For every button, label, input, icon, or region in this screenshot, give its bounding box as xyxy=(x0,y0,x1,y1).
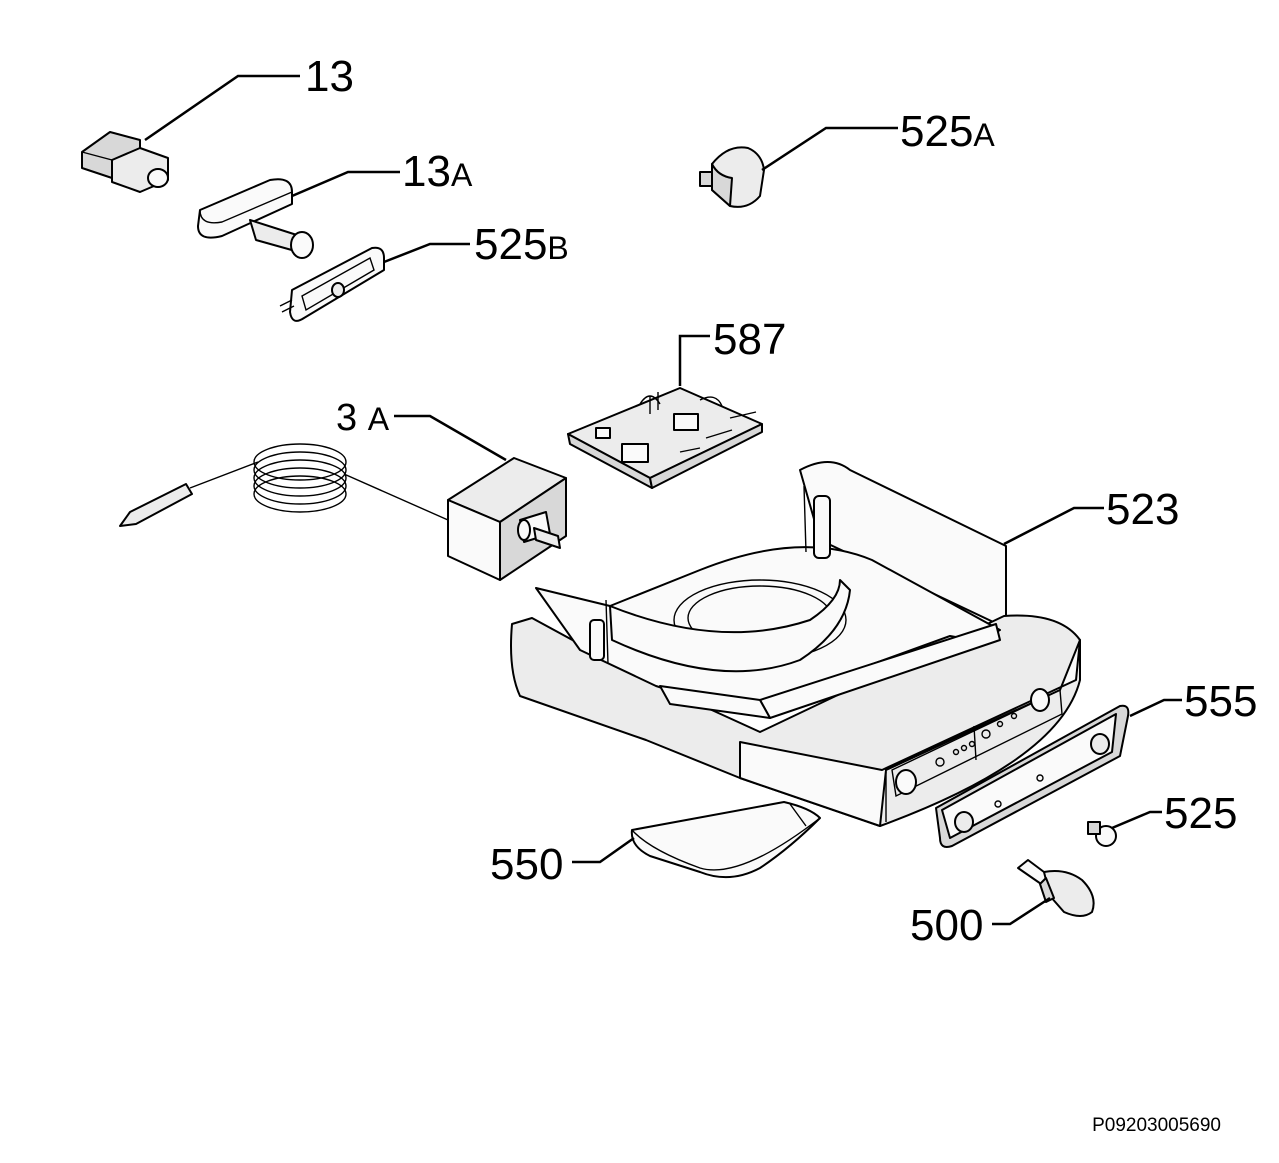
callout-525a: 525A xyxy=(900,107,995,156)
callout-555: 555 xyxy=(1184,677,1257,726)
part-13-knob xyxy=(81,131,169,193)
callout-13: 13 xyxy=(305,52,354,101)
leader-3a xyxy=(394,414,507,462)
part-525-bulb xyxy=(1087,821,1117,847)
leader-525a xyxy=(761,126,898,172)
leader-523 xyxy=(1003,506,1104,546)
part-550-deflector xyxy=(630,801,821,879)
part-555-panel-strip xyxy=(935,704,1130,848)
part-523-housing xyxy=(510,461,1081,827)
leader-587 xyxy=(678,334,710,386)
leader-500 xyxy=(992,896,1051,926)
callout-3a: 3 A xyxy=(336,397,390,439)
part-525a-lamp-cap xyxy=(699,146,765,208)
callout-525: 525 xyxy=(1164,789,1237,838)
part-500-lamp xyxy=(1017,859,1095,917)
callout-13a: 13A xyxy=(402,147,473,196)
leader-555 xyxy=(1129,698,1182,718)
leader-13 xyxy=(144,74,300,142)
leader-525 xyxy=(1111,810,1162,830)
callout-587: 587 xyxy=(713,315,786,364)
leader-13a xyxy=(291,170,400,198)
reference-code: P09203005690 xyxy=(1092,1115,1221,1136)
part-587-circuit-board xyxy=(567,387,763,489)
part-3a-thermostat xyxy=(119,443,567,581)
part-525b-cover xyxy=(279,246,385,322)
callout-525b: 525B xyxy=(474,220,569,269)
callout-550: 550 xyxy=(490,840,563,889)
leader-550 xyxy=(572,836,635,864)
leader-525b xyxy=(383,242,470,264)
callout-500: 500 xyxy=(910,901,983,950)
part-13a-knob-shaft xyxy=(197,178,314,259)
callout-523: 523 xyxy=(1106,485,1179,534)
